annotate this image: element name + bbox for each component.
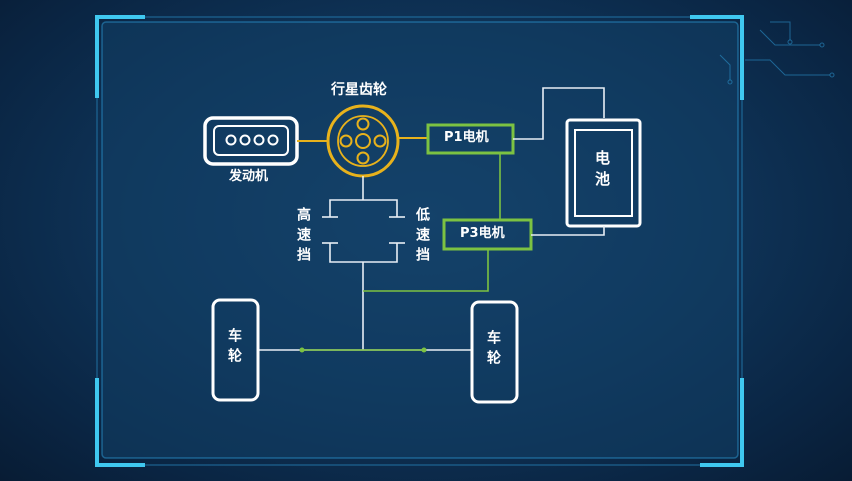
p1-battery-link — [513, 87, 605, 140]
p1-motor-label: P1电机 — [444, 130, 489, 145]
wheel-left-label: 车轮 — [226, 328, 242, 368]
wheel-left-icon — [211, 298, 260, 402]
circuit-decoration — [719, 21, 835, 85]
battery-inner — [574, 129, 633, 217]
engine-inner — [213, 125, 289, 156]
frame-edges — [96, 16, 743, 466]
p3-motor-label: P3电机 — [460, 226, 505, 241]
wheel-right-label: 车轮 — [485, 330, 501, 370]
high-gear-label: 高速挡 — [295, 207, 311, 267]
p3-battery-link — [531, 226, 605, 236]
battery-label: 电池 — [593, 150, 611, 192]
engine-icon — [225, 134, 279, 146]
clutch-icon — [322, 176, 405, 350]
low-gear-label: 低速挡 — [414, 207, 430, 267]
wheel-right-icon — [470, 300, 519, 404]
engine-label: 发动机 — [229, 169, 269, 184]
axle-node-right — [421, 347, 427, 353]
planetary-gear-label: 行星齿轮 — [331, 82, 387, 98]
frame-corners — [95, 15, 744, 467]
p3-driveline-link — [363, 249, 489, 292]
axle-node-left — [299, 347, 305, 353]
